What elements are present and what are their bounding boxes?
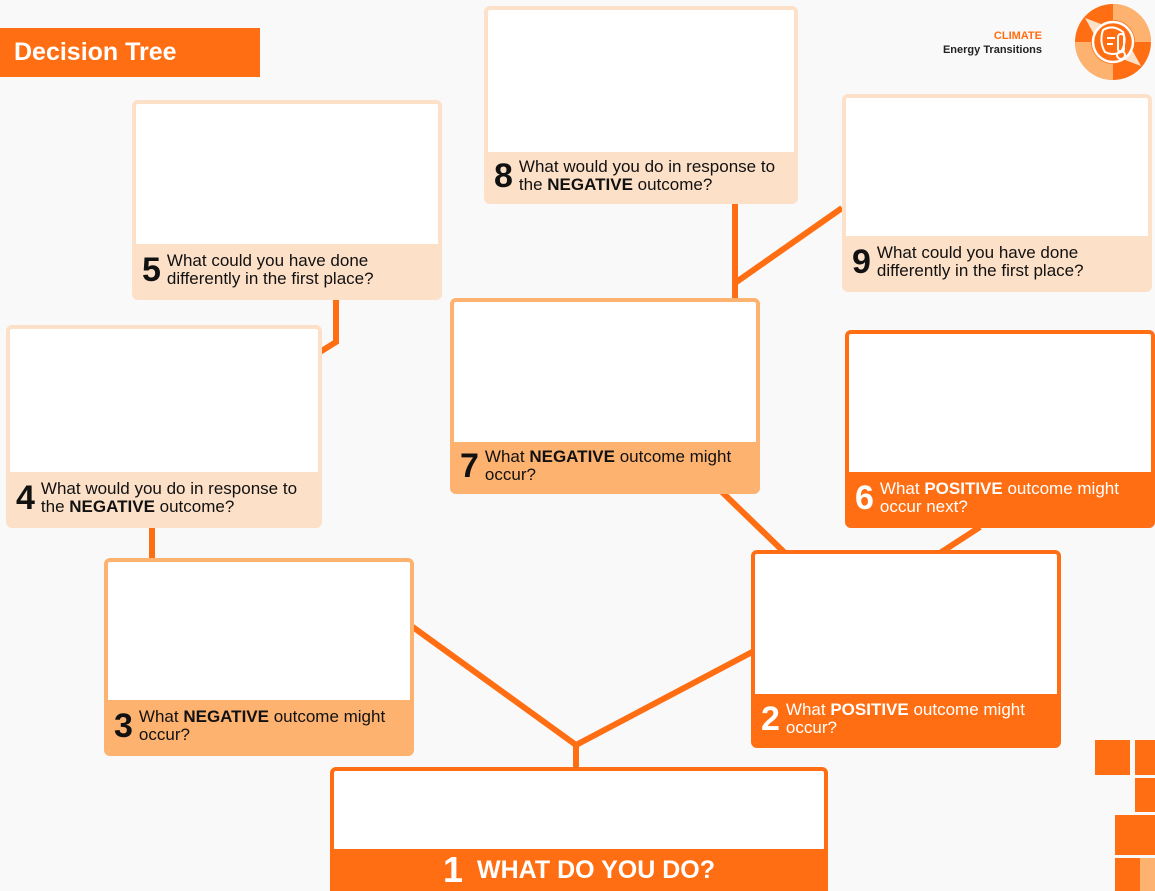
node-number: 6: [855, 479, 874, 517]
node-question: WHAT DO YOU DO?: [477, 856, 715, 884]
node-8-label: 8 What would you do in response to the N…: [488, 152, 794, 200]
connector-7-9: [733, 205, 844, 286]
node-1-label: 1 WHAT DO YOU DO?: [334, 849, 824, 891]
node-question: What would you do in response to the NEG…: [40, 479, 298, 516]
decor-square: [1135, 740, 1155, 775]
brand-line-2: Energy Transitions: [942, 44, 1042, 56]
node-number: 4: [16, 479, 35, 517]
connector-1-3: [408, 622, 579, 770]
node-9-label: 9 What could you have done differently i…: [846, 236, 1148, 288]
node-number: 2: [761, 700, 780, 738]
connector-4-5: [318, 300, 339, 355]
node-question: What could you have done differently in …: [166, 251, 374, 288]
decor-square: [1115, 815, 1155, 855]
node-1[interactable]: 1 WHAT DO YOU DO?: [330, 767, 828, 891]
brand-line-1: CLIMATE: [993, 30, 1042, 42]
decor-square: [1135, 778, 1155, 812]
climate-thermometer-icon: [1075, 4, 1151, 80]
connector-1-2: [574, 647, 758, 748]
node-3-label: 3 What NEGATIVE outcome might occur?: [108, 700, 410, 752]
node-9[interactable]: 9 What could you have done differently i…: [842, 94, 1152, 292]
page-title: Decision Tree: [0, 28, 260, 77]
node-4[interactable]: 4 What would you do in response to the N…: [6, 325, 322, 528]
node-2-label: 2 What POSITIVE outcome might occur?: [755, 694, 1057, 744]
decor-square: [1140, 858, 1155, 891]
connector-2-6: [938, 524, 982, 556]
connector-2-7: [719, 489, 788, 556]
node-5[interactable]: 5 What could you have done differently i…: [132, 100, 442, 300]
node-4-label: 4 What would you do in response to the N…: [10, 472, 318, 524]
decor-square: [1115, 858, 1140, 891]
node-6[interactable]: 6 What POSITIVE outcome might occur next…: [845, 330, 1155, 528]
node-question: What would you do in response to the NEG…: [518, 157, 776, 194]
decor-square: [1095, 740, 1130, 775]
node-5-label: 5 What could you have done differently i…: [136, 244, 438, 296]
node-number: 8: [494, 157, 513, 195]
node-8[interactable]: 8 What would you do in response to the N…: [484, 6, 798, 204]
node-6-label: 6 What POSITIVE outcome might occur next…: [849, 472, 1151, 524]
node-question: What NEGATIVE outcome might occur?: [484, 447, 732, 484]
node-number: 7: [460, 447, 479, 485]
node-number: 1: [443, 849, 464, 890]
node-question: What POSITIVE outcome might occur next?: [879, 479, 1119, 516]
node-number: 3: [114, 707, 133, 745]
node-2[interactable]: 2 What POSITIVE outcome might occur?: [751, 550, 1061, 748]
node-number: 5: [142, 251, 161, 289]
node-number: 9: [852, 243, 871, 281]
node-7[interactable]: 7 What NEGATIVE outcome might occur?: [450, 298, 760, 494]
node-3[interactable]: 3 What NEGATIVE outcome might occur?: [104, 558, 414, 756]
node-question: What could you have done differently in …: [876, 243, 1084, 280]
node-question: What NEGATIVE outcome might occur?: [138, 707, 386, 744]
brand-text: CLIMATE Energy Transitions: [943, 29, 1042, 57]
node-7-label: 7 What NEGATIVE outcome might occur?: [454, 442, 756, 490]
node-question: What POSITIVE outcome might occur?: [785, 700, 1025, 737]
